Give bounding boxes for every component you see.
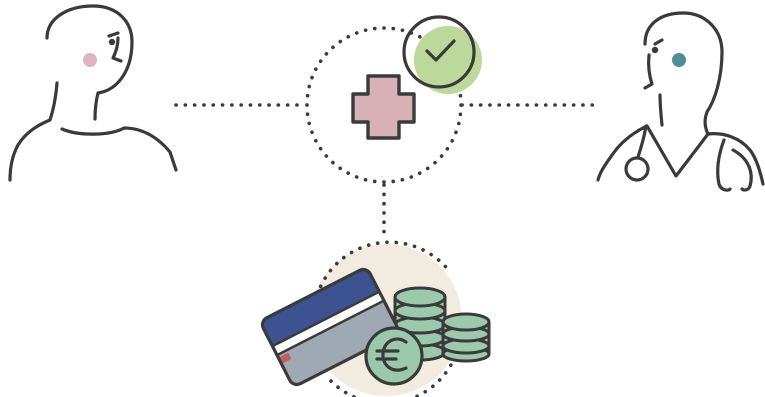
hub bbox=[305, 15, 482, 184]
payment-group bbox=[259, 240, 491, 397]
badge-ring bbox=[402, 15, 476, 89]
payment-dotted-arc-bottom bbox=[328, 346, 460, 397]
medical-cross-icon bbox=[351, 74, 416, 140]
patient-icon bbox=[8, 4, 178, 182]
patient-cheek bbox=[83, 53, 97, 67]
payment-dotted-arc-top bbox=[313, 240, 452, 306]
checkmark-badge bbox=[402, 15, 482, 94]
stethoscope-icon bbox=[624, 124, 753, 192]
euro-coin-icon bbox=[364, 326, 424, 386]
credit-card-icon bbox=[259, 266, 401, 388]
checkmark-icon bbox=[425, 39, 456, 62]
doctor-icon bbox=[596, 11, 765, 192]
doctor-cheek bbox=[672, 53, 686, 67]
connector-lines bbox=[174, 103, 602, 242]
hub-circle bbox=[305, 26, 463, 184]
